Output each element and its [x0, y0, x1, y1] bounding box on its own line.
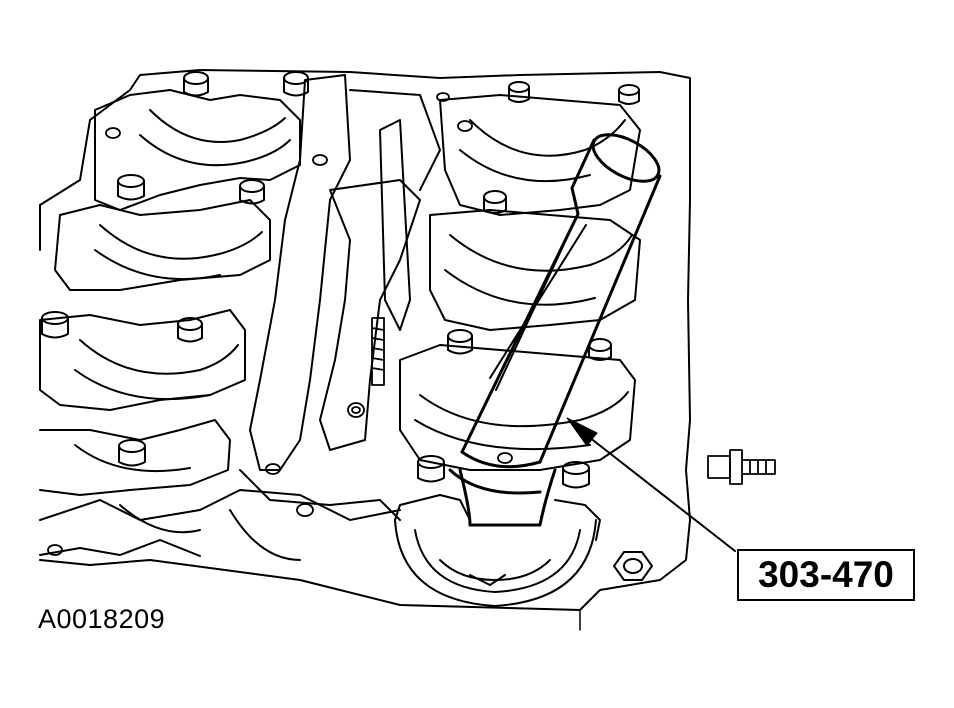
cut-line — [39, 559, 581, 631]
bolt-heads — [41, 71, 640, 489]
lower-bearing-cap — [394, 494, 601, 607]
bolt-head — [117, 174, 145, 201]
bolt-holes — [47, 92, 513, 556]
bolt-head — [417, 455, 445, 483]
left-bearing-saddles — [39, 89, 301, 534]
middle-web — [229, 74, 441, 561]
bolt-head — [283, 71, 309, 97]
callout-leader — [566, 417, 736, 552]
bolt-head — [41, 311, 69, 339]
bolt-head — [562, 461, 590, 489]
side-bolt — [707, 449, 776, 485]
hex-nut — [613, 551, 653, 581]
bolt-head — [483, 190, 507, 214]
bolt-head — [447, 329, 473, 355]
bolt-head — [183, 71, 209, 97]
bolt-head — [508, 81, 530, 103]
special-tool — [448, 133, 662, 527]
bolt-head — [177, 317, 203, 343]
tool-number-callout: 303-470 — [737, 549, 915, 601]
bolt-head — [239, 179, 265, 205]
tool-number-label: 303-470 — [758, 554, 894, 595]
arrowhead — [566, 417, 598, 447]
stud — [371, 317, 385, 386]
bolt-head — [618, 84, 640, 105]
figure-id-label: A0018209 — [38, 604, 166, 634]
right-bearing-saddles — [379, 94, 641, 471]
bolt-head — [118, 439, 146, 467]
